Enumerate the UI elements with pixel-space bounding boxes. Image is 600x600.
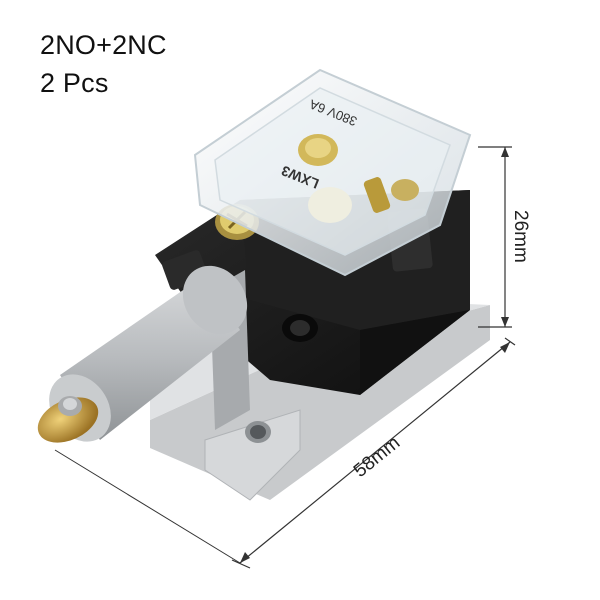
transparent-cover: 380V 6A LXW3 <box>193 68 472 277</box>
actuator-plunger <box>308 187 352 223</box>
height-dimension: 26mm <box>478 146 531 328</box>
spring <box>363 177 391 213</box>
quantity-caption: 2 Pcs <box>40 68 109 98</box>
brass-roller <box>37 396 99 443</box>
length-label: 58mm <box>350 432 404 482</box>
height-label: 26mm <box>510 210 531 263</box>
contact-config-caption: 2NO+2NC <box>40 30 167 60</box>
